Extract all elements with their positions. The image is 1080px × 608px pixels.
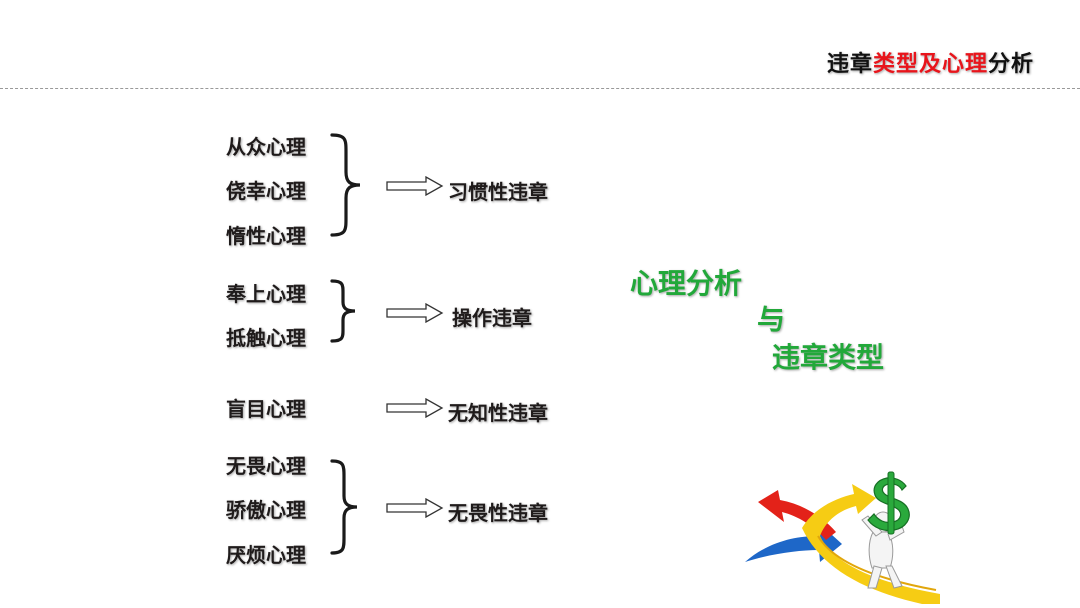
result-label: 习惯性违章 <box>448 180 548 204</box>
result-label: 操作违章 <box>452 306 532 330</box>
curly-brace-icon <box>330 459 358 555</box>
right-arrow-icon <box>386 398 444 418</box>
cause-label: 盲目心理 <box>226 397 306 421</box>
page-title: 违章类型及心理分析 <box>827 46 1034 78</box>
right-arrow-icon <box>386 498 444 518</box>
curly-brace-icon <box>330 133 361 237</box>
person-carrying-dollar-icon <box>745 471 940 604</box>
cause-label: 奉上心理 <box>226 282 306 306</box>
side-text-line-3: 违章类型 <box>772 341 885 374</box>
right-arrow-icon <box>386 176 444 196</box>
cause-label: 骄傲心理 <box>226 498 306 522</box>
cause-label: 侥幸心理 <box>226 179 306 203</box>
side-text-line-2: 与 <box>757 303 786 336</box>
cause-label: 从众心理 <box>226 135 306 159</box>
title-part-3: 分析 <box>987 52 1034 77</box>
result-label: 无畏性违章 <box>448 501 548 525</box>
curly-brace-icon <box>330 279 356 343</box>
side-text-line-1: 心理分析 <box>630 267 743 300</box>
result-label: 无知性违章 <box>448 401 548 425</box>
right-arrow-icon <box>386 303 444 323</box>
cause-label: 惰性心理 <box>226 224 306 248</box>
title-part-1: 违章 <box>826 52 873 77</box>
cause-label: 抵触心理 <box>226 326 306 350</box>
cause-label: 无畏心理 <box>226 454 306 478</box>
header-divider <box>0 88 1080 89</box>
cause-label: 厌烦心理 <box>226 543 306 567</box>
title-part-2: 类型及心理 <box>872 52 988 77</box>
